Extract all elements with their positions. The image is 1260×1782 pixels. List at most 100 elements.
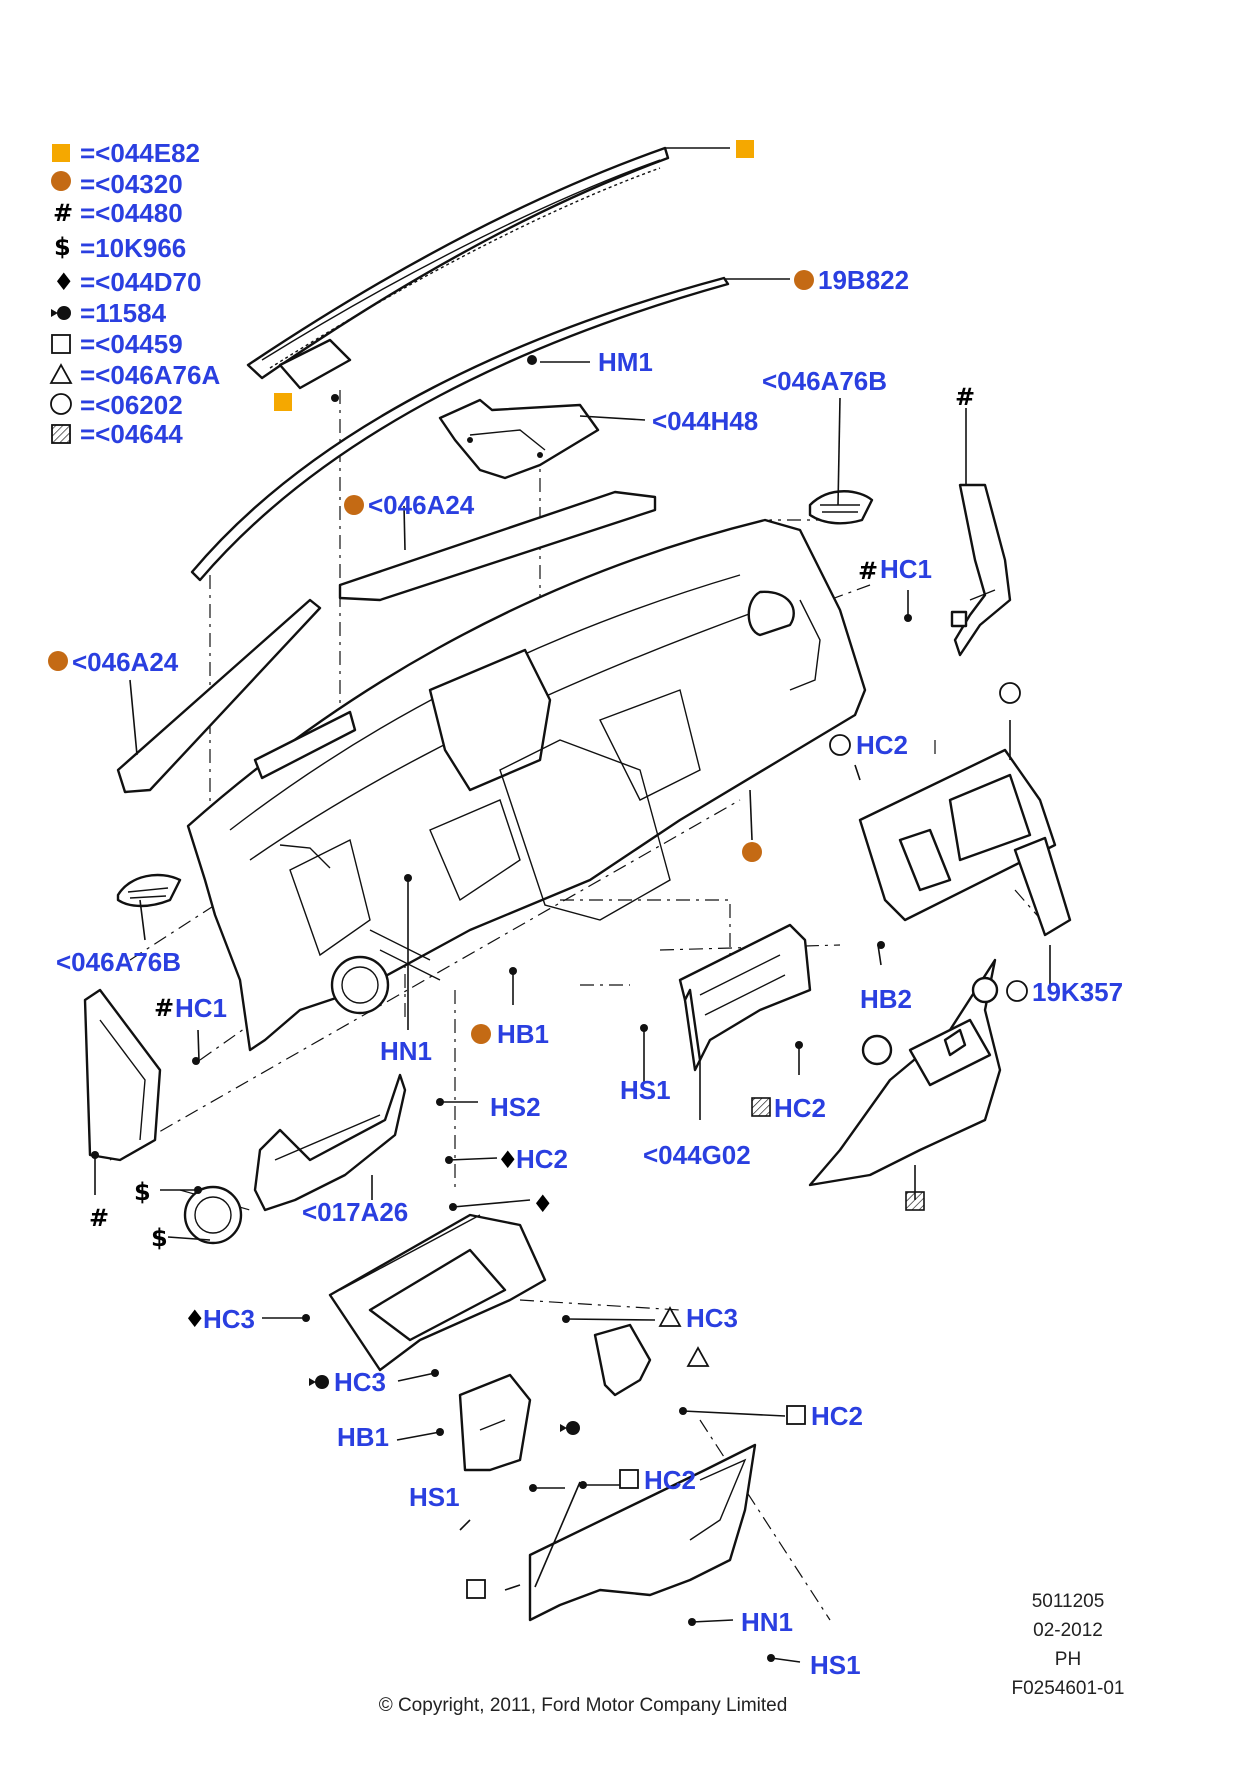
label-HC2-square-lower: HC2 [644, 1465, 696, 1495]
region-code: PH [1055, 1649, 1081, 1670]
label-017A26: <017A26 [302, 1197, 408, 1227]
drawing-info: 5011205 02-2012 PH F0254601-01 © Copyrig… [379, 1591, 1125, 1716]
legend-text-5: =<044D70 [80, 267, 201, 297]
legend-orange-square-icon [52, 144, 70, 162]
legend-text-2: =<04320 [80, 169, 183, 199]
vent-left [116, 873, 182, 908]
column-shroud-triangle [593, 1323, 652, 1397]
open-circle-icon [999, 682, 1021, 704]
open-triangle-icon [686, 1346, 710, 1367]
label-HS1-bottom: HS1 [810, 1650, 861, 1680]
label-HC3-diamond: HC3 [203, 1304, 255, 1334]
right-end-panel [950, 483, 1012, 657]
bracket-044G02 [678, 923, 812, 1072]
bracket-017A26 [253, 1073, 407, 1212]
hatched-square-icon [751, 1097, 771, 1117]
knee-panel [528, 1443, 757, 1622]
open-square-icon [786, 1405, 806, 1425]
label-19K357: 19K357 [1032, 977, 1123, 1007]
legend-text-8: =<046A76A [80, 360, 220, 390]
label-HS1-low: HS1 [409, 1482, 460, 1512]
defroster-grille [246, 146, 670, 390]
glove-box-surround [858, 748, 1057, 922]
legend-brown-circle-icon [51, 171, 71, 191]
instrument-panel-body [186, 518, 867, 1052]
legend-dollar-icon: $ [54, 233, 71, 261]
legend-text-6: =11584 [80, 298, 167, 328]
label-HB2: HB2 [860, 984, 912, 1014]
open-triangle-icon [658, 1306, 682, 1327]
hash-icon: # [955, 383, 975, 411]
brown-circle-icon [344, 495, 364, 515]
drawing-date: 02-2012 [1033, 1620, 1103, 1641]
upper-trim-left [116, 598, 322, 794]
label-HB1-mid: HB1 [497, 1019, 549, 1049]
label-HB1-low: HB1 [337, 1422, 389, 1452]
brown-circle-icon [742, 842, 762, 862]
windshield-trim-strip [190, 276, 730, 582]
legend-hatched-square-icon [51, 424, 71, 444]
upper-trim-mid [338, 490, 657, 602]
label-046A24-left: <046A24 [72, 647, 179, 677]
label-HC1-left: HC1 [175, 993, 227, 1023]
legend-text-7: =<04459 [80, 329, 183, 359]
label-046A24-mid: <046A24 [368, 490, 475, 520]
brown-circle-icon [48, 651, 68, 671]
legend-text-10: =<04644 [80, 419, 183, 449]
label-HN1-mid: HN1 [380, 1036, 432, 1066]
legend-hash-icon: # [53, 199, 73, 227]
legend-text-4: =10K966 [80, 233, 186, 263]
label-HC1-right: HC1 [880, 554, 932, 584]
label-046A76B-left: <046A76B [56, 947, 181, 977]
orange-square-icon [736, 140, 754, 158]
legend-diamond-icon: ♦ [53, 268, 75, 296]
cover-19K357 [1013, 836, 1072, 937]
orange-square-icon [274, 393, 292, 411]
legend-open-square-icon [51, 334, 71, 354]
lamp-10K966 [183, 1185, 243, 1245]
part-labels: 19B822 HM1 <044H48 <046A76B <046A24 HC1 … [56, 265, 1123, 1680]
lower-shroud [458, 1373, 532, 1472]
callout-symbols: # # # # $ $ ♦ ♦ ♦ [48, 140, 1028, 1599]
legend-text-3b: =<04480 [80, 198, 183, 228]
bracket-044H48 [438, 398, 600, 480]
hatched-square-icon [905, 1191, 925, 1211]
label-HC3-pin: HC3 [334, 1367, 386, 1397]
center-console-bezel-right [808, 958, 1002, 1187]
legend-open-triangle-icon [49, 363, 73, 384]
legend-text-1: =<044E82 [80, 138, 200, 168]
legend-open-circle-icon [50, 393, 72, 415]
legend-push-pin-icon [51, 306, 71, 320]
hash-icon: # [89, 1204, 109, 1232]
label-HC2-right: HC2 [856, 730, 908, 760]
label-HM1: HM1 [598, 347, 653, 377]
part-number: 5011205 [1032, 1591, 1105, 1612]
label-19B822: 19B822 [818, 265, 909, 295]
label-HC2-square-upper: HC2 [811, 1401, 863, 1431]
push-pin-icon [560, 1421, 580, 1435]
label-HN1-low: HN1 [741, 1607, 793, 1637]
label-HC2-diamond: HC2 [516, 1144, 568, 1174]
label-HC3-triangle: HC3 [686, 1303, 738, 1333]
label-HS1-mid: HS1 [620, 1075, 671, 1105]
vent-right [808, 490, 874, 525]
push-pin-icon [309, 1375, 329, 1389]
leader-lines [94, 147, 1051, 1663]
dollar-icon: $ [134, 1178, 151, 1206]
label-044G02: <044G02 [643, 1140, 751, 1170]
label-044H48: <044H48 [652, 406, 758, 436]
brown-circle-icon [794, 270, 814, 290]
legend: =<044E82 =<04320 # =10K966 =<04480 $ =10… [49, 138, 220, 449]
hash-icon: # [154, 994, 174, 1022]
label-046A76B-top: <046A76B [762, 366, 887, 396]
label-HS2: HS2 [490, 1092, 541, 1122]
dollar-icon: $ [151, 1224, 168, 1252]
open-circle-icon [1006, 980, 1028, 1002]
figure-number: F0254601-01 [1011, 1678, 1124, 1699]
diamond-icon: ♦ [532, 1190, 554, 1218]
copyright-notice: © Copyright, 2011, Ford Motor Company Li… [379, 1695, 788, 1716]
cluster-bezel [328, 1213, 547, 1372]
legend-text-9: =<06202 [80, 390, 183, 420]
open-circle-icon [829, 734, 851, 756]
